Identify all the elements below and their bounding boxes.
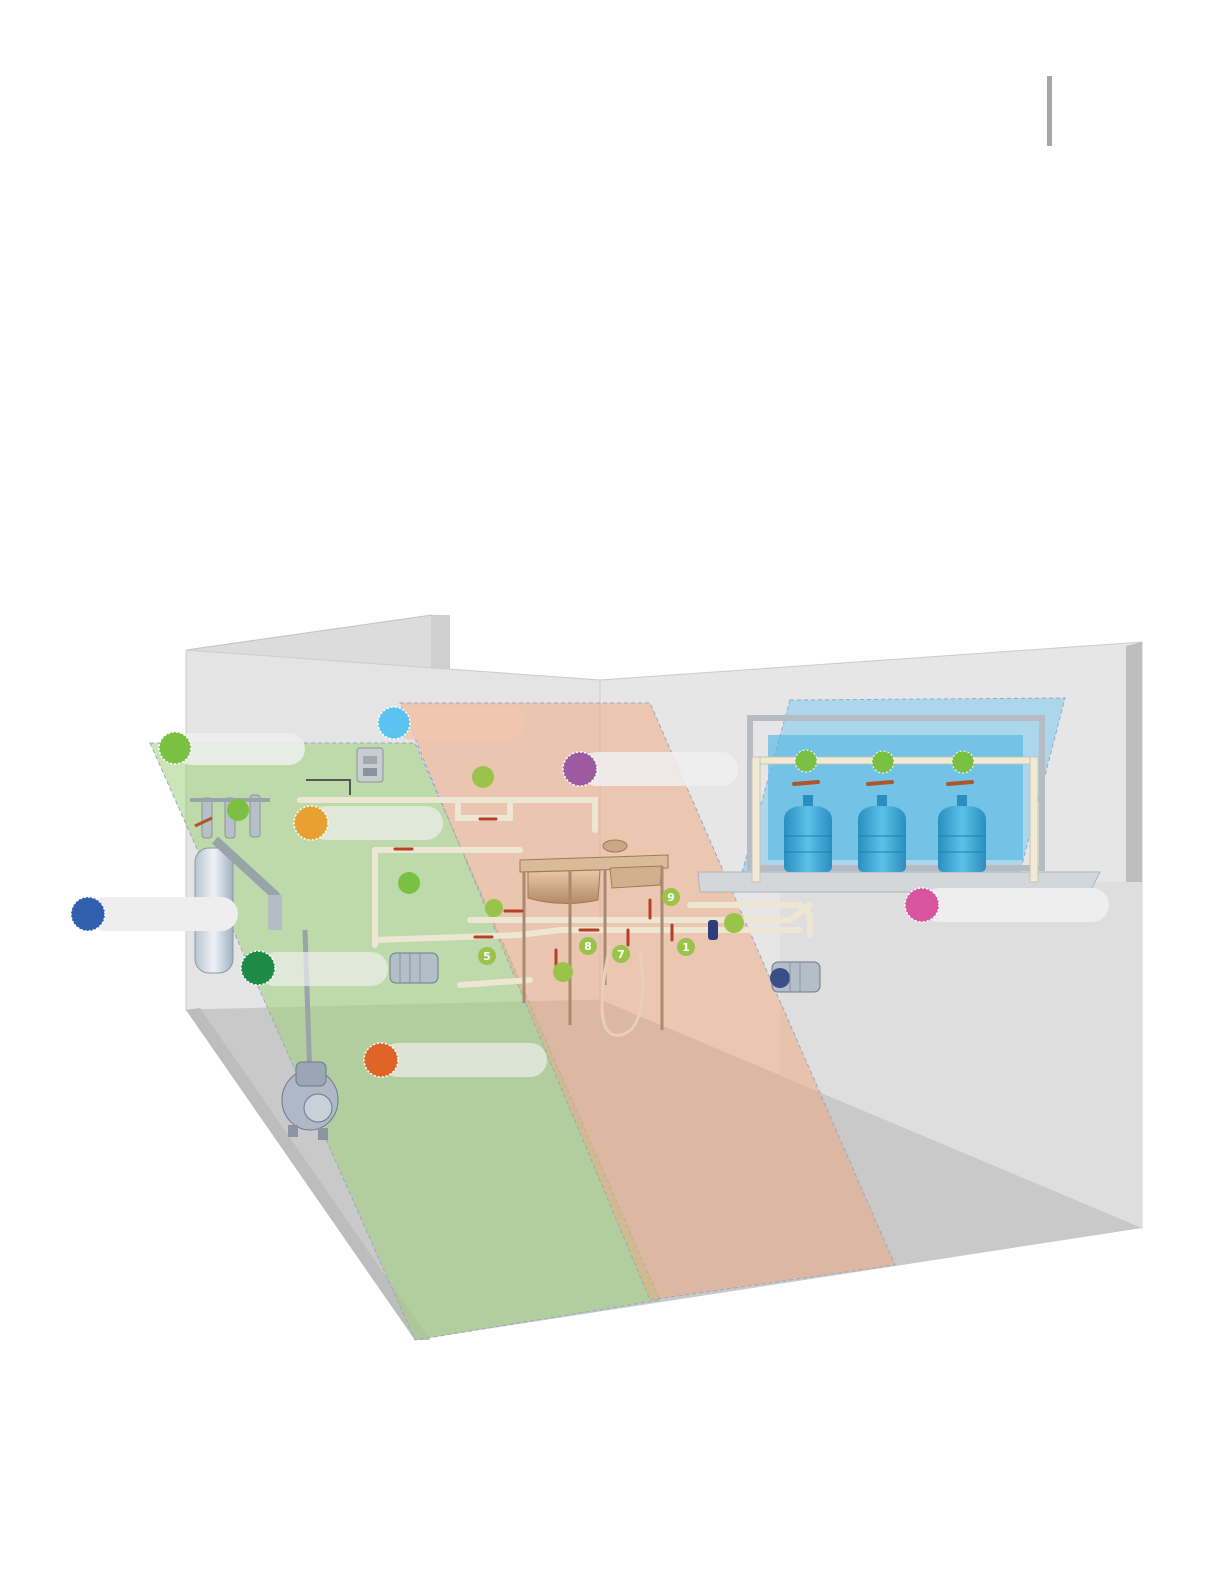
main-pipe-top: [297, 797, 598, 833]
main-pump: [281, 1061, 339, 1140]
pipework: [297, 797, 813, 988]
valve-number-marker: 1: [677, 938, 695, 956]
orange-zone: [399, 702, 896, 1301]
right-pipe: [687, 902, 813, 938]
valve-markers: 5 8 7 1 9: [227, 766, 744, 982]
callout-pill: [580, 752, 738, 786]
valve-number-marker: 5: [478, 947, 496, 965]
floor-front-left: [186, 1008, 430, 1340]
valve-number-label: 8: [584, 940, 592, 953]
booster-pump: [389, 952, 439, 984]
valve-number-marker: 9: [662, 888, 680, 906]
callout-pill: [88, 897, 238, 931]
callout-pill: [310, 806, 443, 840]
orange-marker: [293, 805, 329, 841]
purple-marker: [562, 751, 598, 787]
washing-sink: [519, 839, 669, 1037]
callout-pill: [395, 706, 525, 740]
valve-number-marker: 8: [579, 937, 597, 955]
pink-marker: [904, 887, 940, 923]
valve-number-marker: 7: [612, 945, 630, 963]
dark-green-marker: [240, 950, 276, 986]
outlet-pump: [770, 961, 821, 993]
fill-pipe-right-drop: [1029, 756, 1039, 883]
accent-bar: [1047, 76, 1052, 146]
bottle-station: [697, 715, 1101, 893]
valve-marker: [227, 799, 249, 821]
lower-pipe-2: [467, 902, 813, 923]
callout-markers: [70, 706, 940, 1078]
valve-marker: [871, 750, 895, 774]
bottle: [784, 780, 832, 872]
valve-number-label: 9: [667, 891, 675, 904]
blue-valve: [708, 920, 718, 940]
tank-marker: [70, 896, 106, 932]
bottle: [858, 780, 906, 872]
valve-marker: [485, 899, 503, 917]
valve-marker: [472, 766, 494, 788]
pump-pipe: [457, 977, 533, 988]
valve-number-label: 1: [682, 941, 690, 954]
callout-pills: [88, 706, 1109, 1077]
callout-pill: [258, 952, 388, 986]
right-wall-lower: [780, 882, 1142, 1228]
blue-zone-marker: [377, 706, 411, 740]
valve-marker: [553, 962, 573, 982]
callout-pill: [175, 733, 305, 765]
valves: [393, 817, 674, 967]
valve-marker: [951, 750, 975, 774]
valve-marker: [794, 749, 818, 773]
callout-pill: [381, 1043, 547, 1077]
green-zone-marker: [158, 731, 192, 765]
valve-marker: [724, 913, 744, 933]
valve-number-label: 7: [617, 948, 625, 961]
control-box: [306, 747, 384, 795]
callout-pill: [922, 888, 1109, 922]
pump-marker: [363, 1042, 399, 1078]
fill-pipe-left-drop: [751, 756, 761, 883]
bottle: [938, 780, 986, 872]
lower-pipe: [372, 927, 803, 943]
valve-number-label: 5: [483, 950, 491, 963]
valve-marker: [398, 872, 420, 894]
